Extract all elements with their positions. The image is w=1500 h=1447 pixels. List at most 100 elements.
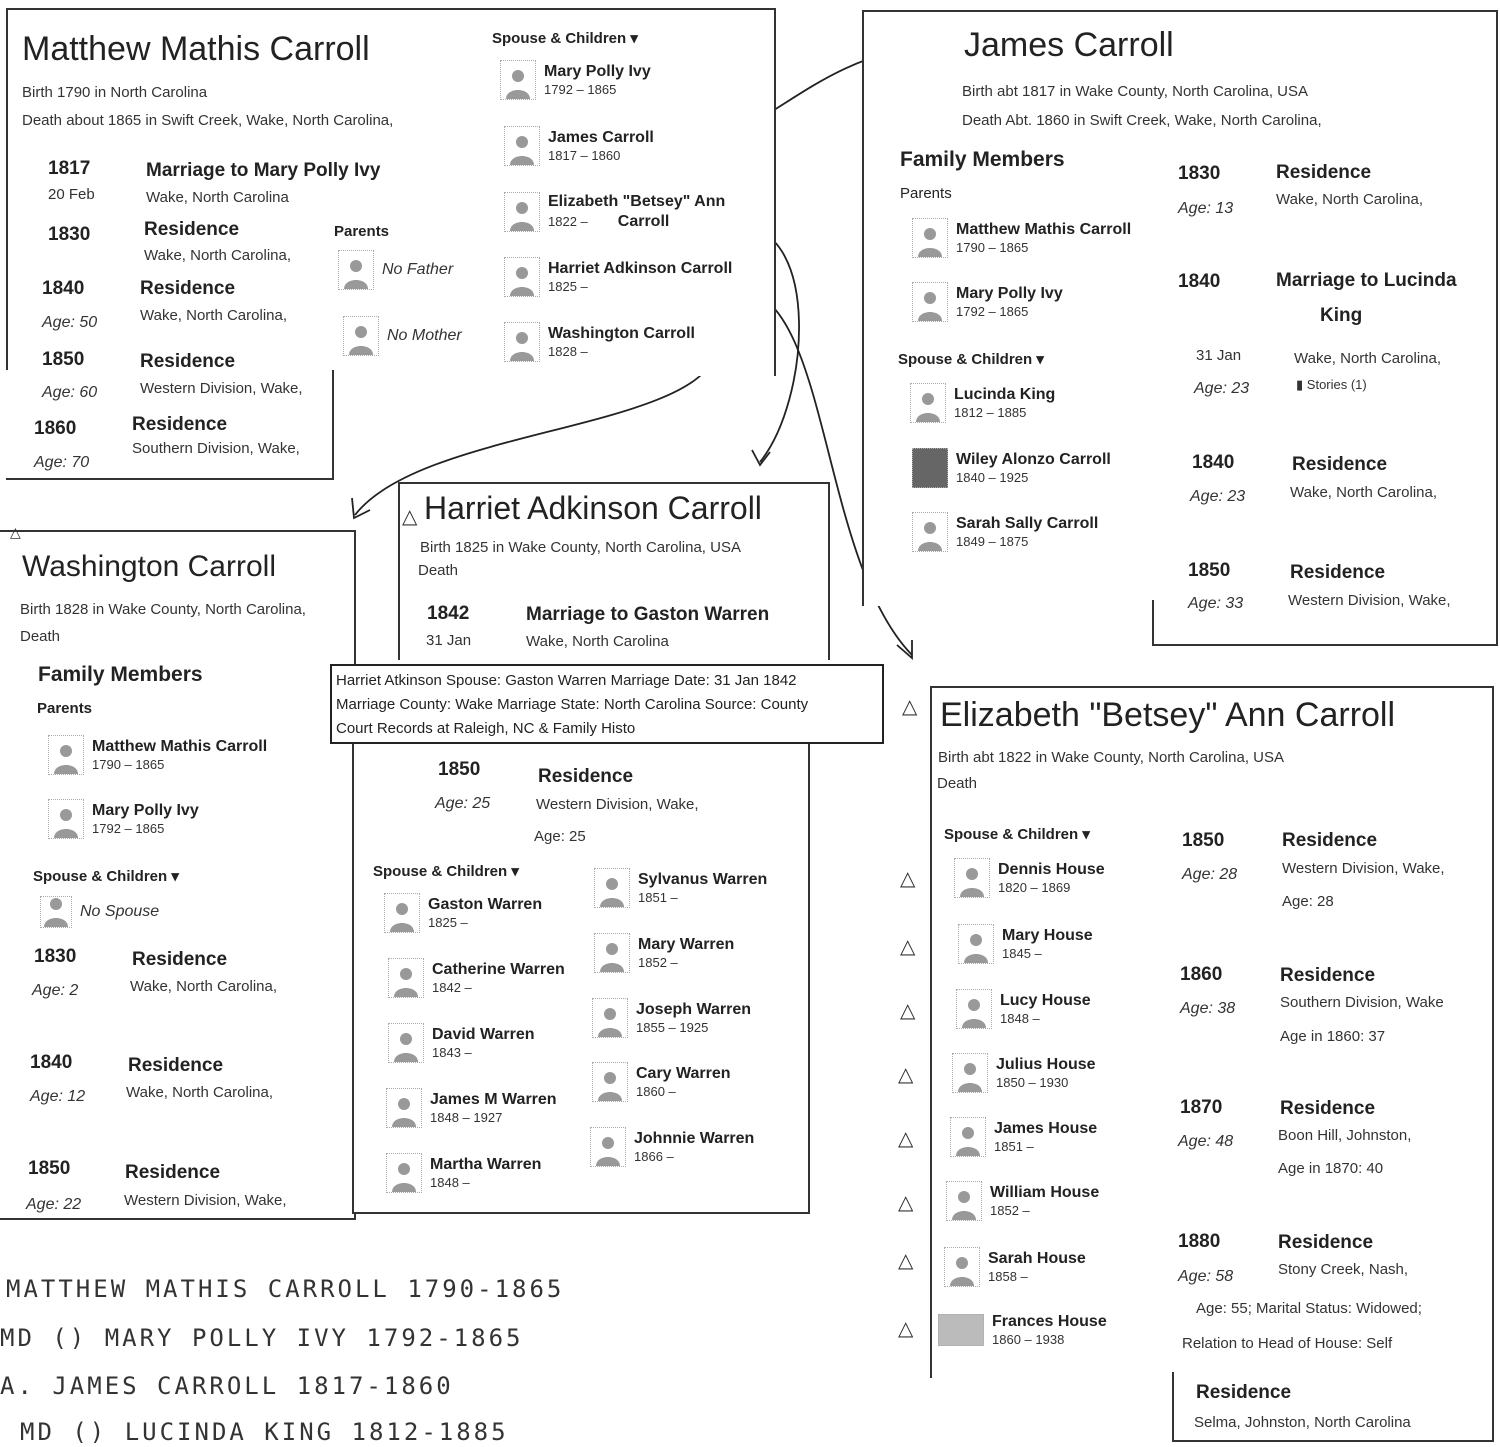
photo-thumbnail bbox=[912, 448, 948, 488]
matthew-event-title: Residence bbox=[144, 219, 240, 240]
james-event-year: 1830 bbox=[1178, 163, 1221, 184]
person-dates: 1828 – bbox=[548, 344, 588, 359]
washington-event-title: Residence bbox=[132, 949, 228, 970]
washington-spouse-children-dropdown[interactable]: Spouse & Children ▾ bbox=[33, 868, 179, 885]
washington-parents-label: Parents bbox=[37, 700, 93, 717]
person-name: Mary Polly Ivy bbox=[92, 802, 199, 819]
person-dates: 1842 – bbox=[432, 980, 472, 995]
harriet-marriage-title: Marriage to Gaston Warren bbox=[526, 604, 770, 625]
matthew-event-year: 1817 bbox=[48, 158, 91, 179]
washington-birth: Birth 1828 in Wake County, North Carolin… bbox=[20, 601, 306, 618]
handwritten-note: A. JAMES CARROLL 1817-1860 bbox=[0, 1372, 454, 1400]
person-name: Joseph Warren bbox=[636, 1001, 751, 1018]
note-line: Harriet Atkinson Spouse: Gaston Warren M… bbox=[336, 672, 797, 689]
avatar-placeholder-icon bbox=[592, 998, 628, 1038]
triangle-mark-icon: △ bbox=[900, 1000, 916, 1022]
matthew-child-elizabeth[interactable]: Elizabeth "Betsey" Ann 1822 –Carroll bbox=[504, 192, 725, 232]
person-name: Mary House bbox=[1002, 927, 1093, 944]
person-name: Mary Warren bbox=[638, 936, 735, 953]
person-dates: 1825 – bbox=[428, 915, 468, 930]
matthew-event-location: Western Division, Wake, bbox=[140, 380, 303, 397]
elizabeth-event-title: Residence bbox=[1280, 1098, 1376, 1119]
avatar-placeholder-icon bbox=[912, 282, 948, 322]
matthew-mother[interactable]: No Mother bbox=[343, 316, 462, 356]
washington-parent-mary[interactable]: Mary Polly Ivy 1792 – 1865 bbox=[48, 799, 199, 839]
person-dates: 1792 – 1865 bbox=[92, 821, 165, 836]
matthew-event-title: Residence bbox=[140, 278, 236, 299]
harriet-spouse-children-dropdown[interactable]: Spouse & Children ▾ bbox=[373, 863, 519, 880]
james-spouse-children-dropdown[interactable]: Spouse & Children ▾ bbox=[898, 351, 1044, 368]
james-event-year: 1850 bbox=[1188, 560, 1231, 581]
elizabeth-event-year: 1850 bbox=[1182, 830, 1225, 851]
person-dates: 1812 – 1885 bbox=[954, 405, 1027, 420]
matthew-event-location: Southern Division, Wake, bbox=[132, 440, 300, 457]
harriet-residence-title: Residence bbox=[538, 766, 634, 787]
matthew-father[interactable]: No Father bbox=[338, 250, 453, 290]
james-spouse-lucinda[interactable]: Lucinda King 1812 – 1885 bbox=[910, 383, 1055, 423]
james-family-members-heading: Family Members bbox=[900, 148, 1065, 171]
harriet-residence-age: Age: 25 bbox=[435, 795, 491, 812]
matthew-event-age: Age: 70 bbox=[34, 454, 90, 471]
harriet-spouse-gaston[interactable]: Gaston Warren 1825 – bbox=[384, 893, 542, 933]
avatar-placeholder-icon bbox=[910, 383, 946, 423]
washington-event-year: 1830 bbox=[34, 946, 77, 967]
james-event-date: 31 Jan bbox=[1196, 347, 1242, 364]
person-dates: 1848 – 1927 bbox=[430, 1110, 503, 1125]
james-parents-label: Parents bbox=[900, 185, 952, 202]
person-name: Gaston Warren bbox=[428, 896, 543, 913]
person-name: Lucinda King bbox=[954, 386, 1056, 403]
matthew-event-title: Marriage to Mary Polly Ivy bbox=[146, 160, 381, 181]
elizabeth-event-note: Age: 55; Marital Status: Widowed; bbox=[1196, 1300, 1422, 1317]
avatar-placeholder-icon bbox=[504, 322, 540, 362]
harriet-birth: Birth 1825 in Wake County, North Carolin… bbox=[420, 539, 741, 556]
washington-event-title: Residence bbox=[125, 1162, 221, 1183]
stories-link[interactable]: ▮ Stories (1) bbox=[1296, 377, 1367, 393]
elizabeth-spouse-children-dropdown[interactable]: Spouse & Children ▾ bbox=[944, 826, 1090, 843]
note-line: Marriage County: Wake Marriage State: No… bbox=[336, 696, 809, 713]
matthew-event-year: 1830 bbox=[48, 224, 91, 245]
elizabeth-event-note: Age in 1860: 37 bbox=[1280, 1028, 1386, 1045]
matthew-event-location: Wake, North Carolina bbox=[146, 189, 289, 206]
person-name: Dennis House bbox=[998, 861, 1105, 878]
washington-death: Death bbox=[20, 628, 61, 645]
matthew-spouse-children-dropdown[interactable]: Spouse & Children ▾ bbox=[492, 30, 638, 47]
avatar-placeholder-icon bbox=[590, 1127, 626, 1167]
person-name: Matthew Mathis Carroll bbox=[956, 221, 1132, 238]
triangle-mark-icon: △ bbox=[900, 936, 916, 958]
person-dates: 1852 – bbox=[990, 1203, 1030, 1218]
harriet-panel bbox=[398, 482, 830, 660]
photo-thumbnail bbox=[938, 1314, 984, 1346]
washington-event-age: Age: 12 bbox=[30, 1088, 86, 1105]
matthew-name: Matthew Mathis Carroll bbox=[22, 30, 370, 68]
person-dates: 1790 – 1865 bbox=[92, 757, 165, 772]
elizabeth-event-location: Boon Hill, Johnston, bbox=[1278, 1127, 1412, 1144]
james-event-title-line2: King bbox=[1320, 305, 1363, 326]
avatar-placeholder-icon bbox=[48, 735, 84, 775]
